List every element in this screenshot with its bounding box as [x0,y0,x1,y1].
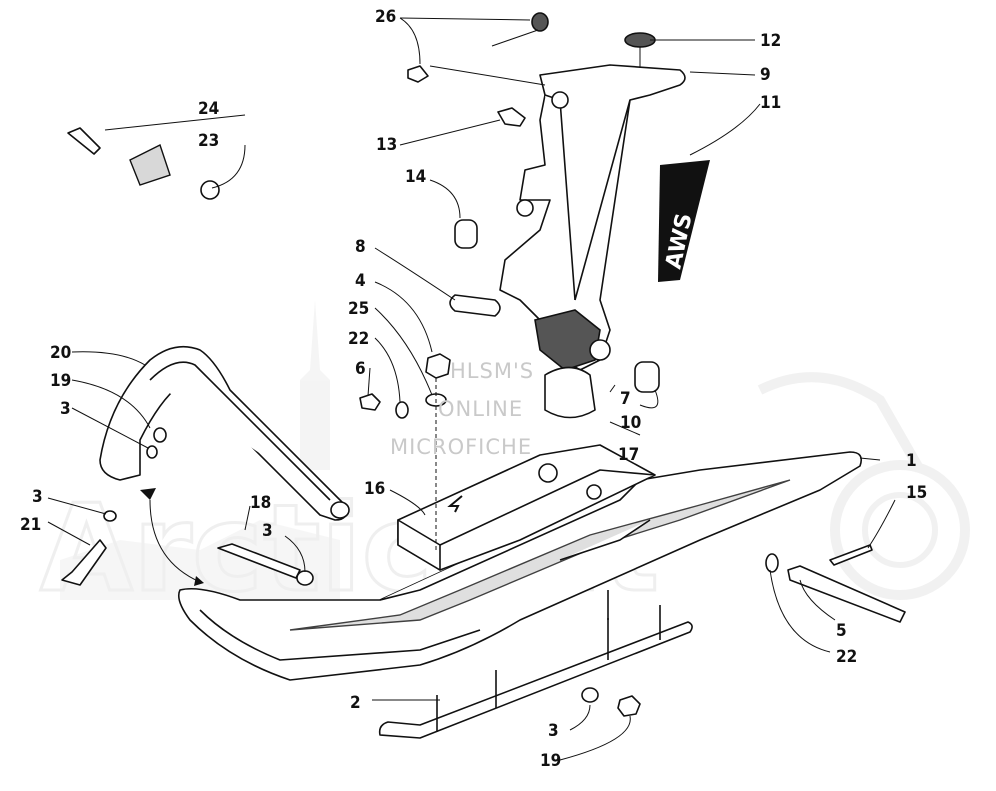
watermark-line-3: MICROFICHE [390,435,532,459]
callout-22: 22 [836,647,857,667]
callout-3: 3 [60,399,71,419]
callout-23: 23 [198,131,219,151]
callout-17: 17 [618,445,639,465]
spindle [499,64,686,371]
callout-labels: 26 12 9 11 13 14 24 23 8 4 25 22 6 7 10 … [20,7,927,771]
cap [624,32,656,68]
ski-saddle [397,444,656,571]
callout-25: 25 [348,299,369,319]
callout-16: 16 [364,479,385,499]
callout-20: 20 [50,343,71,363]
callout-26: 26 [375,7,396,27]
callout-1: 1 [906,451,917,471]
callout-12: 12 [760,31,781,51]
callout-18: 18 [250,493,271,513]
callout-14: 14 [405,167,426,187]
small-hardware [61,12,906,717]
watermark-text: HLSM'S ONLINE MICROFICHE [390,359,534,459]
callout-11: 11 [760,93,781,113]
wear-bar [378,590,693,739]
callout-9: 9 [760,65,771,85]
ski-loop-handle [99,345,350,521]
callout-15: 15 [906,483,927,503]
callout-8: 8 [355,237,366,257]
callout-6: 6 [355,359,366,379]
decal: AWS [658,160,710,282]
callout-22: 22 [348,329,369,349]
callout-2: 2 [350,693,361,713]
callout-3: 3 [32,487,43,507]
watermark-line-2: ONLINE [438,397,523,421]
callout-24: 24 [198,99,219,119]
callout-13: 13 [376,135,397,155]
callout-10: 10 [620,413,641,433]
callout-19: 19 [50,371,71,391]
callout-3: 3 [548,721,559,741]
callout-19: 19 [540,751,561,771]
leader-lines [47,17,896,761]
callout-4: 4 [355,271,366,291]
callout-21: 21 [20,515,41,535]
callout-7: 7 [620,389,631,409]
callout-5: 5 [836,621,847,641]
watermark-line-1: HLSM'S [450,359,534,383]
callout-3: 3 [262,521,273,541]
